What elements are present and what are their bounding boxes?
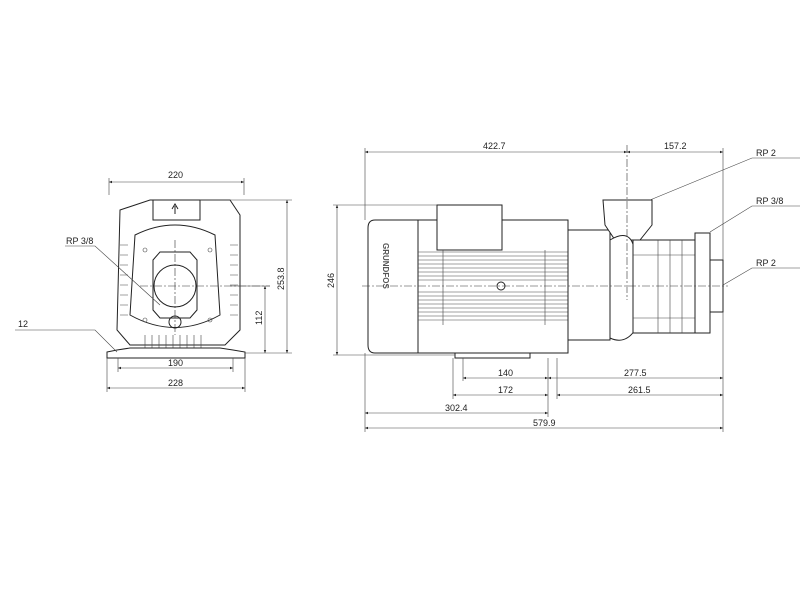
dim-228: 228 [168,378,183,388]
pump-stages [632,239,698,334]
dim-220: 220 [168,170,183,180]
dim-172: 172 [498,385,513,395]
label-rp38-front: RP 3/8 [66,236,93,246]
fan-cover [367,219,419,354]
side-view: GRUNDFOS 422.7 157.2 246 140 277.5 172 2… [326,141,800,432]
dim-302-4: 302.4 [445,403,468,413]
label-rp38-vent: RP 3/8 [756,196,783,206]
cooling-fins [120,244,238,350]
dim-253-8: 253.8 [276,267,286,290]
dim-261-5: 261.5 [628,385,651,395]
label-rp2-outlet: RP 2 [756,148,776,158]
dim-12: 12 [18,319,28,329]
dim-190: 190 [168,358,183,368]
label-rp2-inlet: RP 2 [756,258,776,268]
dim-246: 246 [326,273,336,288]
motor-foot [454,352,531,359]
terminal-box [436,204,503,251]
dim-157-2: 157.2 [664,141,687,151]
pump-volute [609,235,636,341]
base-plate [106,347,246,359]
dim-422-7: 422.7 [483,141,506,151]
dim-277-5: 277.5 [624,368,647,378]
flow-arrow-icon [171,203,179,214]
motor-fins [418,250,568,325]
dim-140: 140 [498,368,513,378]
logo-grundfos: GRUNDFOS [381,243,390,289]
dim-112: 112 [254,311,264,325]
dim-579-9: 579.9 [533,418,556,428]
pump-head [567,229,611,341]
front-terminal-box [152,199,201,221]
end-cap [694,232,711,334]
inlet-hex [152,251,198,319]
front-view: 220 253.8 112 190 228 12 RP 3/8 [15,170,292,392]
